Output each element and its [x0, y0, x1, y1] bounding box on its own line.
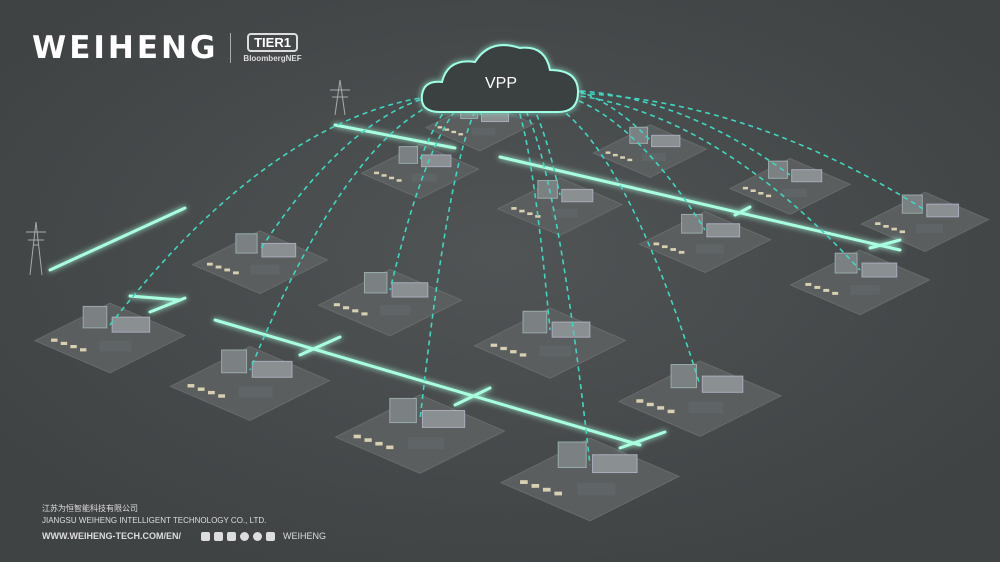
building-cluster — [33, 302, 187, 374]
pylon-icon — [26, 79, 350, 276]
power-grid-line — [213, 318, 642, 447]
footer: 江苏为恒智能科技有限公司 JIANGSU WEIHENG INTELLIGENT… — [42, 503, 326, 542]
weibo-icon[interactable] — [266, 531, 275, 541]
vpp-connection-line — [109, 92, 501, 326]
website-link[interactable]: WWW.WEIHENG-TECH.COM/EN/ — [42, 531, 181, 541]
linkedin-icon[interactable] — [227, 531, 236, 541]
vpp-cloud-icon — [420, 44, 580, 113]
vpp-connection-line — [499, 89, 551, 331]
building-cluster — [191, 230, 329, 295]
vpp-connection-line — [389, 89, 501, 291]
building-cluster — [617, 360, 783, 437]
power-grid-line — [128, 294, 182, 302]
building-cluster — [499, 437, 681, 522]
company-name-en: JIANGSU WEIHENG INTELLIGENT TECHNOLOGY C… — [42, 516, 267, 525]
tier-source: BloombergNEF — [243, 54, 302, 63]
brand-name: WEIHENG — [32, 30, 219, 66]
power-grid-line — [298, 335, 342, 357]
twitter-icon[interactable] — [214, 531, 223, 541]
power-grid-line — [333, 123, 457, 150]
power-grid-line — [733, 205, 752, 217]
power-grid-line — [148, 296, 187, 314]
company-name-cn: 江苏为恒智能科技有限公司 — [42, 504, 138, 513]
vpp-label: VPP — [485, 75, 518, 92]
instagram-icon[interactable] — [240, 531, 249, 541]
building-cluster — [473, 307, 627, 379]
vpp-connection-line — [499, 89, 706, 231]
building-cluster — [334, 394, 506, 474]
facebook-icon[interactable] — [201, 531, 210, 541]
building-cluster — [638, 211, 772, 273]
power-grid-line — [453, 386, 492, 407]
social-handle: WEIHENG — [283, 531, 327, 541]
power-grid-line — [498, 155, 902, 252]
wechat-icon[interactable] — [253, 531, 262, 541]
power-grid-line — [868, 238, 902, 250]
logo-divider — [230, 33, 232, 63]
building-cluster — [860, 191, 990, 252]
building-cluster — [496, 177, 624, 236]
tier1-badge: TIER1 BloombergNEF — [243, 33, 302, 63]
building-cluster — [169, 346, 331, 421]
power-grid-line — [618, 430, 667, 450]
building-cluster — [728, 158, 852, 215]
weiheng-logo: WEIHENG TIER1 BloombergNEF — [32, 30, 302, 66]
building-cluster — [789, 249, 931, 316]
tier-label: TIER1 — [247, 33, 298, 52]
power-grid-line — [48, 206, 187, 272]
building-cluster — [360, 143, 480, 199]
building-cluster — [317, 268, 463, 337]
